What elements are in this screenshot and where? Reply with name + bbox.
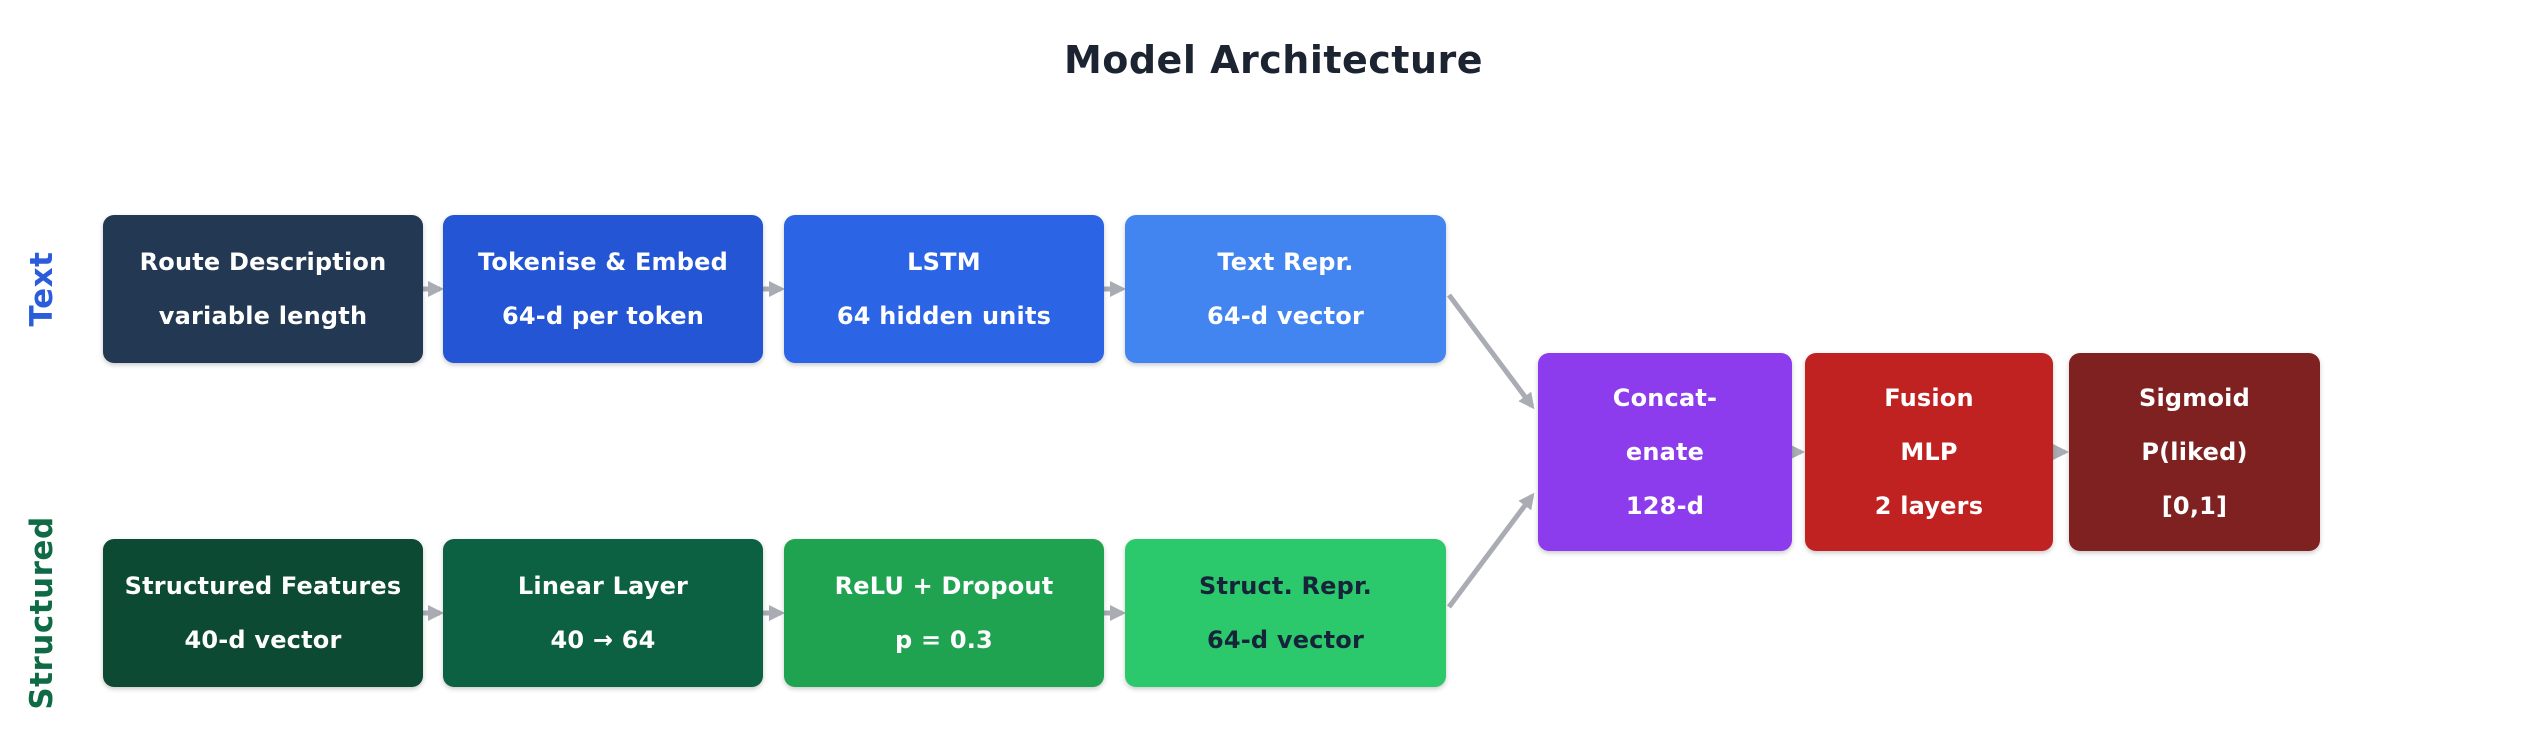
node-line: 40-d vector — [184, 626, 342, 654]
node-line: 2 layers — [1874, 492, 1984, 520]
node-line: Sigmoid — [2139, 384, 2250, 412]
node-line: Concat- — [1612, 384, 1718, 412]
node-line: variable length — [158, 302, 368, 330]
node-line: 64-d per token — [502, 302, 704, 330]
node-text-repr: Text Repr. 64-d vector — [1125, 215, 1446, 363]
node-line: 64 hidden units — [836, 302, 1052, 330]
diagram-title: Model Architecture — [1063, 38, 1484, 82]
node-line: [0,1] — [2161, 492, 2228, 520]
node-tokenise-embed: Tokenise & Embed 64-d per token — [443, 215, 763, 363]
node-line: 64-d vector — [1206, 626, 1365, 654]
node-structured-features: Structured Features 40-d vector — [103, 539, 423, 687]
node-route-description: Route Description variable length — [103, 215, 423, 363]
node-struct-repr: Struct. Repr. 64-d vector — [1125, 539, 1446, 687]
node-line: Struct. Repr. — [1199, 572, 1372, 600]
node-line: Route Description — [139, 248, 387, 276]
node-line: Fusion — [1884, 384, 1974, 412]
node-line: Tokenise & Embed — [477, 248, 729, 276]
arrow-connector — [1446, 293, 1535, 410]
node-linear-layer: Linear Layer 40 → 64 — [443, 539, 763, 687]
node-line: P(liked) — [2141, 438, 2248, 466]
arrow-connector — [1446, 492, 1535, 609]
node-line: 40 → 64 — [550, 626, 656, 654]
node-relu-dropout: ReLU + Dropout p = 0.3 — [784, 539, 1104, 687]
node-line: Structured Features — [124, 572, 402, 600]
node-line: p = 0.3 — [895, 626, 993, 654]
node-lstm: LSTM 64 hidden units — [784, 215, 1104, 363]
node-line: 128-d — [1625, 492, 1705, 520]
node-line: 64-d vector — [1206, 302, 1365, 330]
node-concatenate: Concat-enate 128-d — [1538, 353, 1792, 551]
node-line: Text Repr. — [1217, 248, 1354, 276]
node-line: LSTM — [907, 248, 981, 276]
node-line: Linear Layer — [517, 572, 689, 600]
node-line: ReLU + Dropout — [834, 572, 1054, 600]
node-line: MLP — [1900, 438, 1958, 466]
node-line: enate — [1625, 438, 1705, 466]
